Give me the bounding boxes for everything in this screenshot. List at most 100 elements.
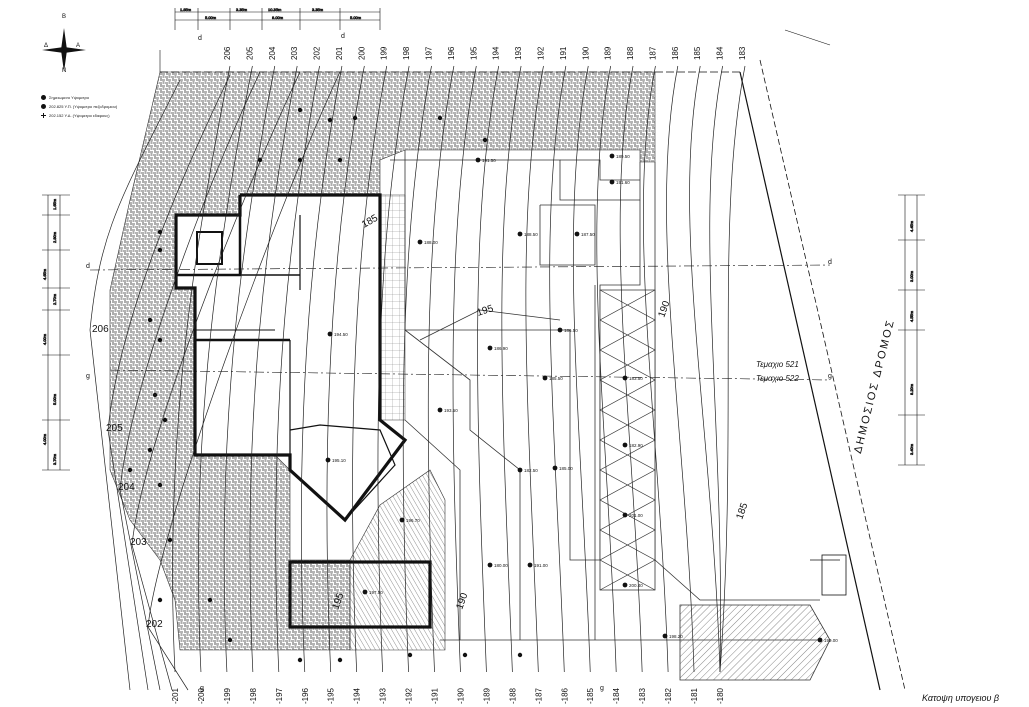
- contour-line: [709, 65, 723, 673]
- spot-level-text: 186.50: [564, 328, 578, 333]
- contour-label: 183: [738, 46, 747, 60]
- contour-line: [275, 65, 320, 673]
- spot-level-text: 186.90: [494, 346, 508, 351]
- contour-line: [427, 65, 455, 673]
- spot-level-text: 200.40: [629, 583, 643, 588]
- contour-line: [525, 65, 544, 673]
- dimension-text: 10.35m: [268, 7, 282, 12]
- section-marker: d: [86, 263, 90, 270]
- contour-label: -195: [327, 687, 336, 704]
- spot-level-dot: [352, 115, 358, 121]
- contour-label: -193: [379, 687, 388, 704]
- spot-level-dot: [622, 375, 628, 381]
- contour-label: 184: [716, 46, 725, 60]
- cross-marker-icon: [41, 113, 46, 118]
- spot-level-dot: [162, 417, 168, 423]
- contour-line: [402, 65, 432, 673]
- dimension-text: 3.35m: [312, 7, 324, 12]
- contour-label: 206: [92, 324, 109, 335]
- spot-level-dot: [297, 157, 303, 163]
- contour-label: -198: [249, 687, 258, 704]
- contour-label: -185: [586, 687, 595, 704]
- spot-level-dot: [487, 562, 493, 568]
- spot-level-dot: [622, 442, 628, 448]
- contour-label: -180: [716, 687, 725, 704]
- dimension-text: 4.00m: [42, 333, 47, 345]
- dimension-text: 5.00m: [205, 15, 217, 20]
- section-marker: d: [828, 259, 832, 266]
- contour-line: [666, 65, 695, 673]
- spot-level-text: 185.00: [559, 466, 573, 471]
- contour-label: 193: [514, 46, 523, 60]
- spot-level-dot: [327, 117, 333, 123]
- spot-level-dot: [437, 115, 443, 121]
- contour-line: [326, 65, 365, 673]
- spot-level-dot: [557, 327, 563, 333]
- spot-level-dot: [327, 331, 333, 337]
- spot-level-dot: [417, 239, 423, 245]
- contour-line: [89, 79, 181, 691]
- contour-label: -189: [482, 687, 491, 704]
- parcel-label-522: Τεμαχιο 522: [756, 374, 799, 383]
- spot-level-text: 183.50: [629, 376, 643, 381]
- contour-label: 200: [357, 46, 366, 60]
- contour-label: 203: [290, 46, 299, 60]
- contour-label: 192: [536, 46, 545, 60]
- section-markers: d d d d g g g g: [86, 33, 832, 692]
- top-dimension-chain: 1.85m 5.00m 3.35m 10.35m 8.00m 3.35m 5.0…: [174, 7, 381, 30]
- contour-label: 195: [469, 46, 478, 60]
- spot-level-dot: [475, 157, 481, 163]
- contour-label: -190: [456, 687, 465, 704]
- spot-level-dot: [527, 562, 533, 568]
- spot-level-dot: [462, 652, 468, 658]
- spot-level-dot: [227, 637, 233, 643]
- spot-level-dot: [297, 107, 303, 113]
- contour-line: [452, 65, 477, 673]
- contour-label: -184: [612, 687, 621, 704]
- contour-label: -187: [534, 687, 543, 704]
- contour-label: -183: [638, 687, 647, 704]
- spot-level-text: 196.70: [406, 518, 420, 523]
- contour-label: 190: [454, 591, 470, 611]
- left-dimension-chain: 1.65m 2.80m 4.65m 2.70m 4.00m 5.00m 4.00…: [42, 194, 70, 471]
- contour-line: [619, 65, 643, 673]
- contour-line: [198, 65, 253, 673]
- spot-level-icon: [41, 104, 46, 109]
- contour-label: 189: [604, 46, 613, 60]
- contour-line: [549, 65, 567, 673]
- site-boundary: [89, 29, 906, 691]
- contour-label: 195: [476, 303, 496, 319]
- contour-line: [131, 71, 301, 691]
- contour-label: 196: [447, 46, 456, 60]
- contour-label: 202: [313, 46, 322, 60]
- dimension-text: 4.55m: [909, 310, 914, 322]
- spot-level-text: 199.00: [824, 638, 838, 643]
- contour-line: [719, 65, 746, 673]
- contour-label: 190: [581, 46, 590, 60]
- spot-level-dot: [157, 337, 163, 343]
- contour-label: 204: [118, 482, 135, 493]
- spot-level-text: 188.50: [524, 232, 538, 237]
- spot-level-dot: [542, 375, 548, 381]
- contour-label: 191: [559, 46, 568, 60]
- contour-line: [377, 65, 410, 673]
- contour-line: [301, 65, 343, 673]
- section-marker: g: [86, 373, 90, 380]
- north-arrow-letter: Α: [76, 43, 80, 49]
- spot-level-text: 185.50: [549, 376, 563, 381]
- spot-level-text: 201.00: [629, 513, 643, 518]
- spot-level-dot: [399, 517, 405, 523]
- spot-level-dot: [127, 467, 133, 473]
- spot-level-dot: [609, 153, 615, 159]
- legend-text: 202.152 Υ.Δ. (Υψομετρο εδαφους): [49, 113, 110, 118]
- spot-level-dot: [157, 229, 163, 235]
- spot-level-dot: [337, 157, 343, 163]
- contour-label: 194: [492, 46, 501, 60]
- contour-line: [147, 71, 341, 691]
- spot-level-dot: [817, 637, 823, 643]
- contour-label: 186: [671, 46, 680, 60]
- contour-label: 203: [130, 537, 147, 548]
- contour-label: 205: [106, 423, 123, 434]
- legend-row: 202.152 Υ.Δ. (Υψομετρο εδαφους): [41, 113, 110, 118]
